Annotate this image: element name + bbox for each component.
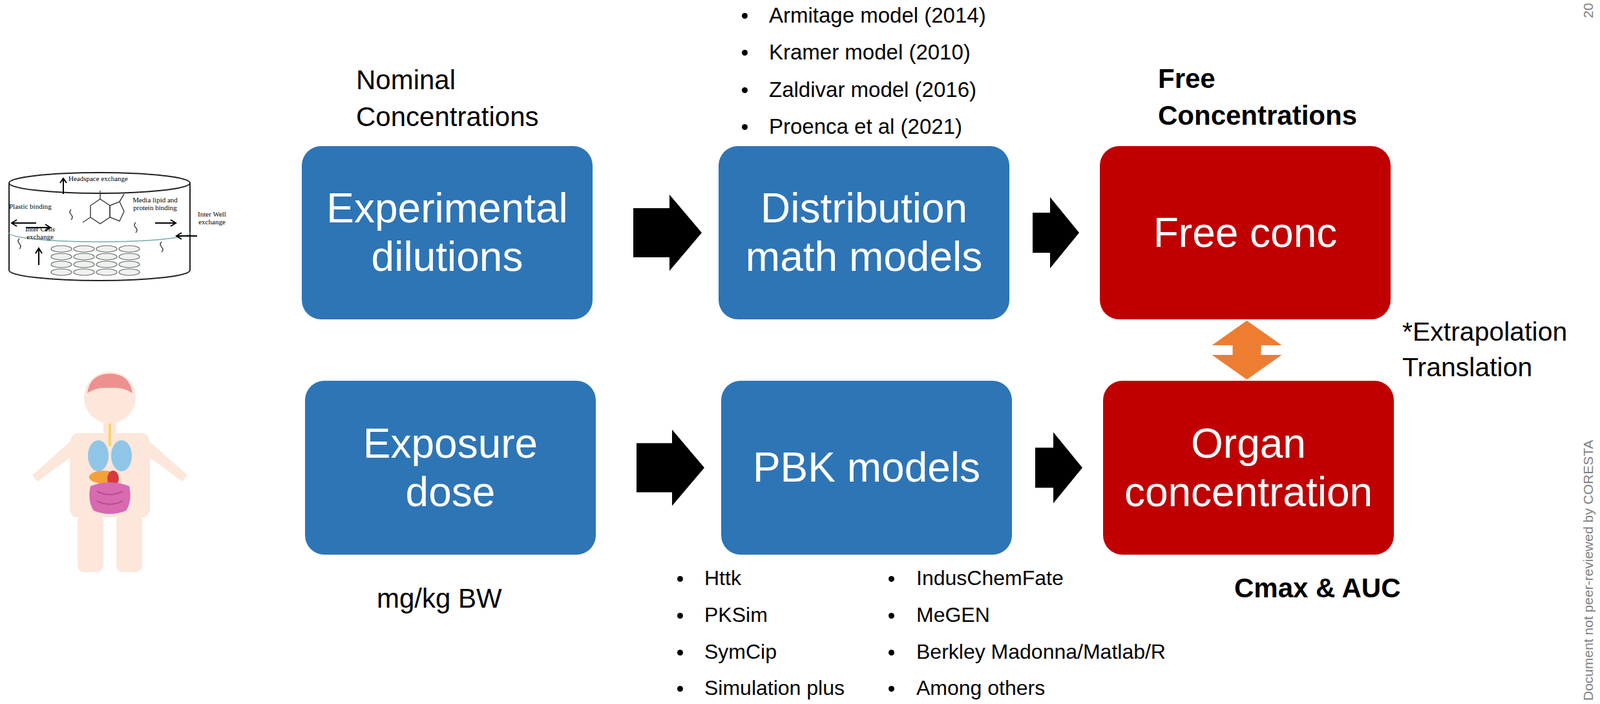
illustration-label: Media lipid and protein binding [132,195,178,212]
illustration-label: Inter Well exchange [195,210,229,226]
human-body-illustration [32,371,188,572]
bullet-dot [741,49,748,56]
list-item: Berkley Madonna/Matlab/R [916,637,1166,666]
box-text: Free conc [1153,208,1338,258]
box-text: Experimental dilutions [311,184,583,282]
block-arrow [1032,197,1080,269]
block-arrow [636,429,705,506]
block-arrow [633,194,702,271]
list-item: MeGEN [916,600,990,629]
bullet-dot [677,649,684,656]
result-box: Organ concentration [1103,380,1394,555]
bullet-dot [888,685,895,692]
list-item: Armitage model (2014) [768,1,987,31]
well-plate-illustration [9,172,198,281]
heading-label: Free Concentrations [1157,60,1378,134]
watermark: 20 [1581,3,1595,19]
list-item: SymCip [704,637,777,666]
bullet-dot [741,124,748,130]
result-box: Free conc [1099,146,1391,320]
process-box: PBK models [721,380,1012,555]
bullet-dot [888,649,895,656]
list-item: Simulation plus [704,673,845,702]
bullet-dot [888,575,895,582]
illustration-label: Headspace exchange [68,174,128,183]
process-box: Experimental dilutions [301,146,593,320]
note-label: *Extrapolation Translation [1402,314,1597,386]
list-item: Zaldivar model (2016) [768,75,977,105]
box-text: PBK models [752,443,981,492]
bullet-dot [741,12,748,19]
bullet-dot [677,575,684,582]
box-text: Exposure dose [314,419,587,517]
list-item: Httk [704,564,742,592]
bullet-dot [677,685,684,692]
metric-label: Cmax & AUC [1234,569,1401,607]
block-arrow [1035,432,1083,504]
bullet-dot [888,612,895,619]
list-item: PKSim [704,600,768,629]
watermark: Document not peer-reviewed by CORESTA [1581,440,1595,701]
process-box: Exposure dose [305,380,596,555]
list-item: Proenca et al (2021) [768,112,963,142]
unit-label: mg/kg BW [376,580,503,618]
bullet-dot [677,612,684,619]
illustration-label: Inter Cells exchange [20,224,60,241]
process-box: Distribution math models [718,146,1010,320]
heading-label: Nominal Concentrations [356,62,570,136]
list-item: IndusChemFate [916,564,1064,592]
box-text: Organ concentration [1112,419,1385,517]
illustration-label: Plastic binding [9,202,52,211]
list-item: Kramer model (2010) [768,38,971,68]
box-text: Distribution math models [728,184,1000,282]
list-item: Among others [916,673,1045,702]
bullet-dot [741,87,748,94]
double-arrow [1212,320,1283,380]
